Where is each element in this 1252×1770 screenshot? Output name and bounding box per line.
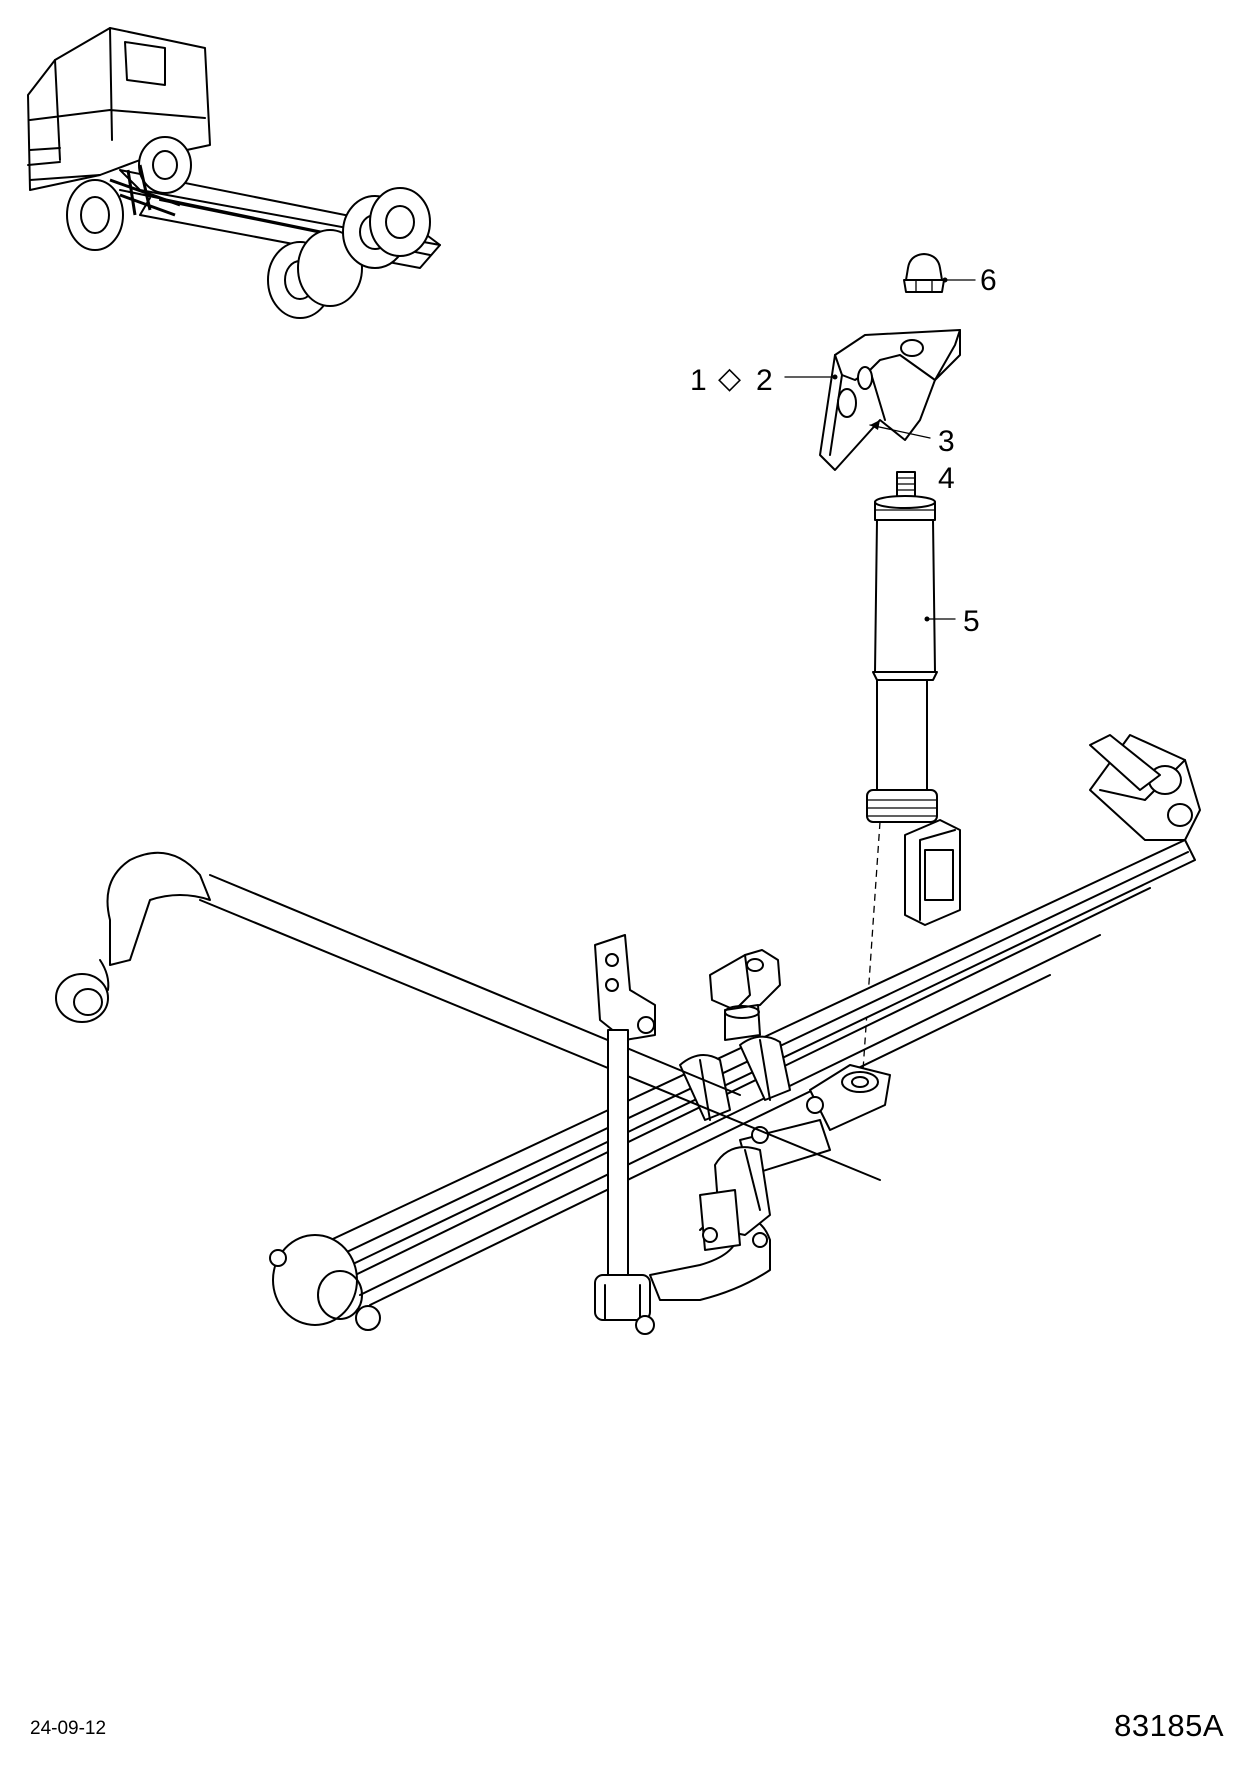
upper-bracket-part-2 xyxy=(784,329,961,471)
callout-labels: 1 ◇ 2 3 4 5 6 xyxy=(690,264,997,638)
callout-6: 6 xyxy=(980,264,997,297)
axle-bushing-clamp xyxy=(699,1146,771,1251)
stabilizer-link xyxy=(594,934,656,1335)
callout-5: 5 xyxy=(963,605,980,638)
leaf-spring xyxy=(269,734,1201,1331)
date-stamp: 24-09-12 xyxy=(30,1718,107,1739)
callout-3: 3 xyxy=(938,425,955,458)
callout-4: 4 xyxy=(938,462,955,495)
shock-absorber-part-5 xyxy=(861,471,956,1086)
stabilizer-bushing-bracket xyxy=(709,949,781,1041)
drawing-number: 83185A xyxy=(1114,1708,1224,1743)
kit-diamond-icon: ◇ xyxy=(718,362,741,395)
callout-2: 2 xyxy=(756,364,773,397)
callout-1: 1 xyxy=(690,364,707,397)
truck-location-thumbnail xyxy=(27,27,441,319)
cap-nut-part-6 xyxy=(903,253,976,293)
